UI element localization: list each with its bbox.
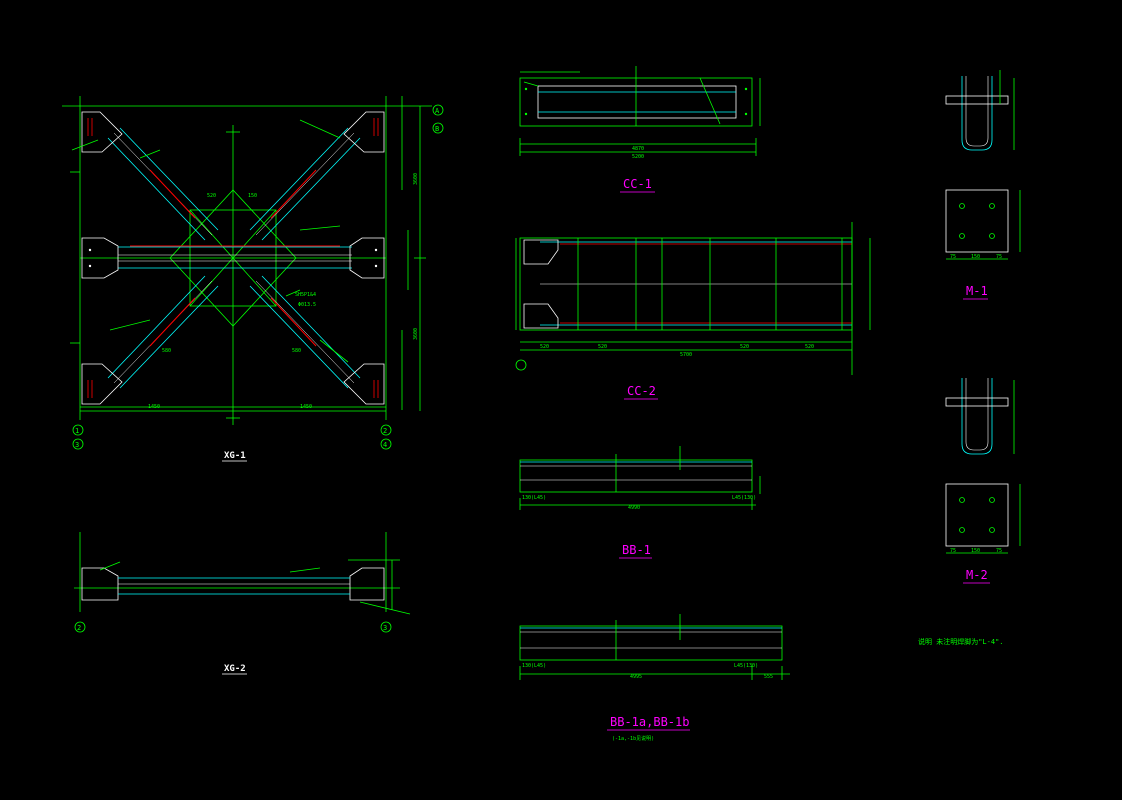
xg2-axis-bubble-left: 2 [77, 624, 81, 632]
m2-title: M-2 [966, 568, 988, 582]
drawing-xg1 [62, 96, 432, 425]
bb1-dim-right: L45(130) [732, 495, 756, 501]
xg1-dim-right-upper: 3600 [413, 173, 419, 185]
cc1-dim-inner: 4870 [632, 146, 644, 152]
bb1ab-subtitle: (-1a,-1b见说明) [612, 735, 654, 742]
bb1ab-dim-right: L45(130) [734, 663, 758, 669]
m1-title: M-1 [966, 284, 988, 298]
bb1-title: BB-1 [622, 543, 651, 557]
xg1-axis-bubbles [72, 104, 444, 450]
m1-dim-c: 75 [996, 254, 1002, 260]
xg1-dim-bottom-right: 1450 [300, 404, 312, 410]
xg1-title: XG-1 [224, 451, 246, 461]
drawing-m2 [945, 378, 1021, 554]
drawing-xg2 [74, 532, 411, 615]
drawing-bb1 [519, 446, 761, 510]
axis-bubble-1: 1 [75, 427, 79, 435]
xg1-note-bolt: SH5P1&4 [295, 292, 316, 298]
m2-dim-c: 75 [996, 548, 1002, 554]
drawing-bb1ab [519, 614, 790, 680]
axis-bubble-2: 2 [383, 427, 387, 435]
bb1ab-dim-total: 4995 [630, 674, 642, 680]
cc2-dim-seg-3: 520 [740, 344, 749, 350]
bb1ab-dim-end: 555 [764, 674, 773, 680]
cc2-dim-seg-4: 520 [805, 344, 814, 350]
xg1-dim-center-a: 520 [207, 193, 216, 199]
cc2-title: CC-2 [627, 384, 656, 398]
xg1-dim-bottom-left: 1450 [148, 404, 160, 410]
cc2-dim-seg-1: 520 [540, 344, 549, 350]
cc2-dim-total: 5700 [680, 352, 692, 358]
cc1-title: CC-1 [623, 177, 652, 191]
bb1ab-title: BB-1a,BB-1b [610, 715, 689, 729]
general-note: 说明 未注明焊脚为"L-4". [918, 637, 1004, 646]
drawing-m1 [945, 70, 1021, 260]
axis-bubble-4: 4 [383, 441, 387, 449]
axis-bubble-3: 3 [75, 441, 79, 449]
axis-bubble-a: A [435, 107, 440, 115]
bb1-dim-total: 4990 [628, 505, 640, 511]
bb1-dim-left: 130(L45) [522, 495, 546, 501]
cc2-dim-seg-2: 520 [598, 344, 607, 350]
m2-dim-b: 150 [971, 548, 980, 554]
cc1-dim-total: 5200 [632, 154, 644, 160]
xg1-note-hole: Φ013.5 [298, 302, 316, 308]
drawing-cc2 [515, 222, 871, 375]
m2-dim-a: 75 [950, 548, 956, 554]
m1-dim-a: 75 [950, 254, 956, 260]
axis-bubble-b: B [435, 125, 439, 133]
xg1-dim-diag-a: 580 [162, 348, 171, 354]
xg1-dim-right-lower: 3600 [413, 328, 419, 340]
xg1-dim-diag-b: 580 [292, 348, 301, 354]
xg2-axis-bubble-right: 3 [383, 624, 387, 632]
bb1ab-dim-left: 130(L45) [522, 663, 546, 669]
drawing-cc1 [519, 66, 761, 156]
m1-dim-b: 150 [971, 254, 980, 260]
xg1-dim-center-b: 150 [248, 193, 257, 199]
xg2-title: XG-2 [224, 664, 246, 674]
